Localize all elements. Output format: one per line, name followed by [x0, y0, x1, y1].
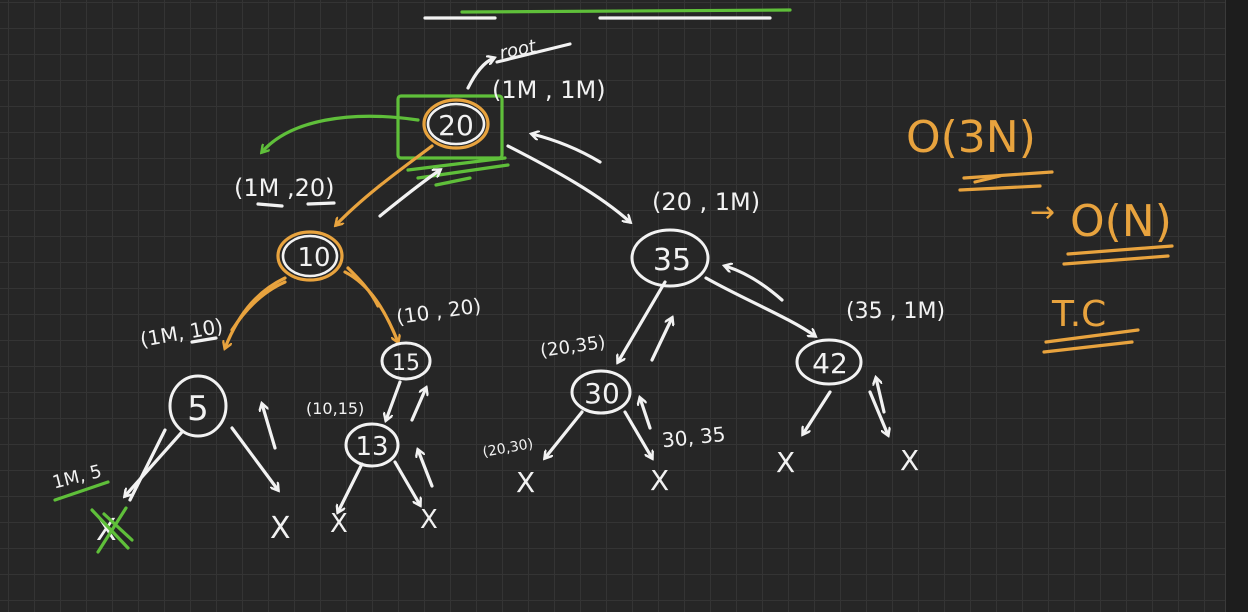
node-20: 20 — [422, 98, 490, 150]
node-15-value: 15 — [392, 351, 420, 376]
null-13-right: X — [420, 505, 438, 535]
node-42-value: 42 — [812, 347, 848, 380]
node-30-value: 30 — [584, 377, 620, 410]
tree-edges — [125, 134, 888, 512]
null-42-left: X — [776, 446, 795, 479]
complexity-notes: O(3N) → O(N) T.C — [906, 112, 1174, 354]
complexity-arrow: → — [1030, 195, 1055, 230]
range-label-30-left: (20,30) — [481, 436, 534, 461]
node-30: 30 — [570, 369, 632, 415]
range-label-30-right: 30, 35 — [661, 422, 727, 453]
null-30-right: X — [650, 464, 669, 497]
range-label-5-left: 1M, 5 — [50, 461, 103, 493]
range-labels: (1M , 1M) (1M ,20) (20 , 1M) (1M, 10) (1… — [50, 76, 945, 502]
node-42: 42 — [795, 338, 863, 386]
tree-nodes: 20 10 35 5 15 30 42 13 — [168, 98, 863, 468]
range-label-13: (10,15) — [306, 399, 364, 418]
node-15: 15 — [380, 341, 432, 381]
range-label-35: (20 , 1M) — [652, 188, 760, 216]
range-label-5: (1M, 10) — [138, 314, 225, 352]
complexity-n: O(N) — [1070, 196, 1172, 247]
range-label-42: (35 , 1M) — [846, 299, 945, 324]
node-13-value: 13 — [355, 432, 388, 462]
range-label-20: (1M , 1M) — [492, 76, 606, 104]
null-markers: X X X X X X X X — [90, 444, 919, 554]
node-20-value: 20 — [438, 109, 474, 142]
null-42-right: X — [900, 444, 919, 477]
time-complexity-label: T.C — [1051, 294, 1106, 335]
node-5-value: 5 — [187, 389, 209, 429]
vertical-scrollbar[interactable] — [1225, 0, 1248, 612]
null-13-left: X — [330, 509, 348, 539]
node-10: 10 — [276, 230, 344, 282]
range-label-10: (1M ,20) — [234, 174, 335, 202]
range-label-30: (20,35) — [539, 332, 607, 362]
null-5-right: X — [270, 511, 291, 546]
null-5-left-crossed: X — [90, 506, 134, 554]
node-13: 13 — [344, 422, 400, 468]
range-label-15: (10 , 20) — [395, 293, 483, 329]
top-underlines — [423, 8, 792, 20]
complexity-3n: O(3N) — [906, 112, 1036, 163]
node-5: 5 — [168, 374, 228, 438]
node-35-value: 35 — [653, 243, 691, 278]
node-10-value: 10 — [297, 243, 330, 273]
node-35: 35 — [630, 228, 710, 288]
null-30-left: X — [516, 466, 535, 499]
